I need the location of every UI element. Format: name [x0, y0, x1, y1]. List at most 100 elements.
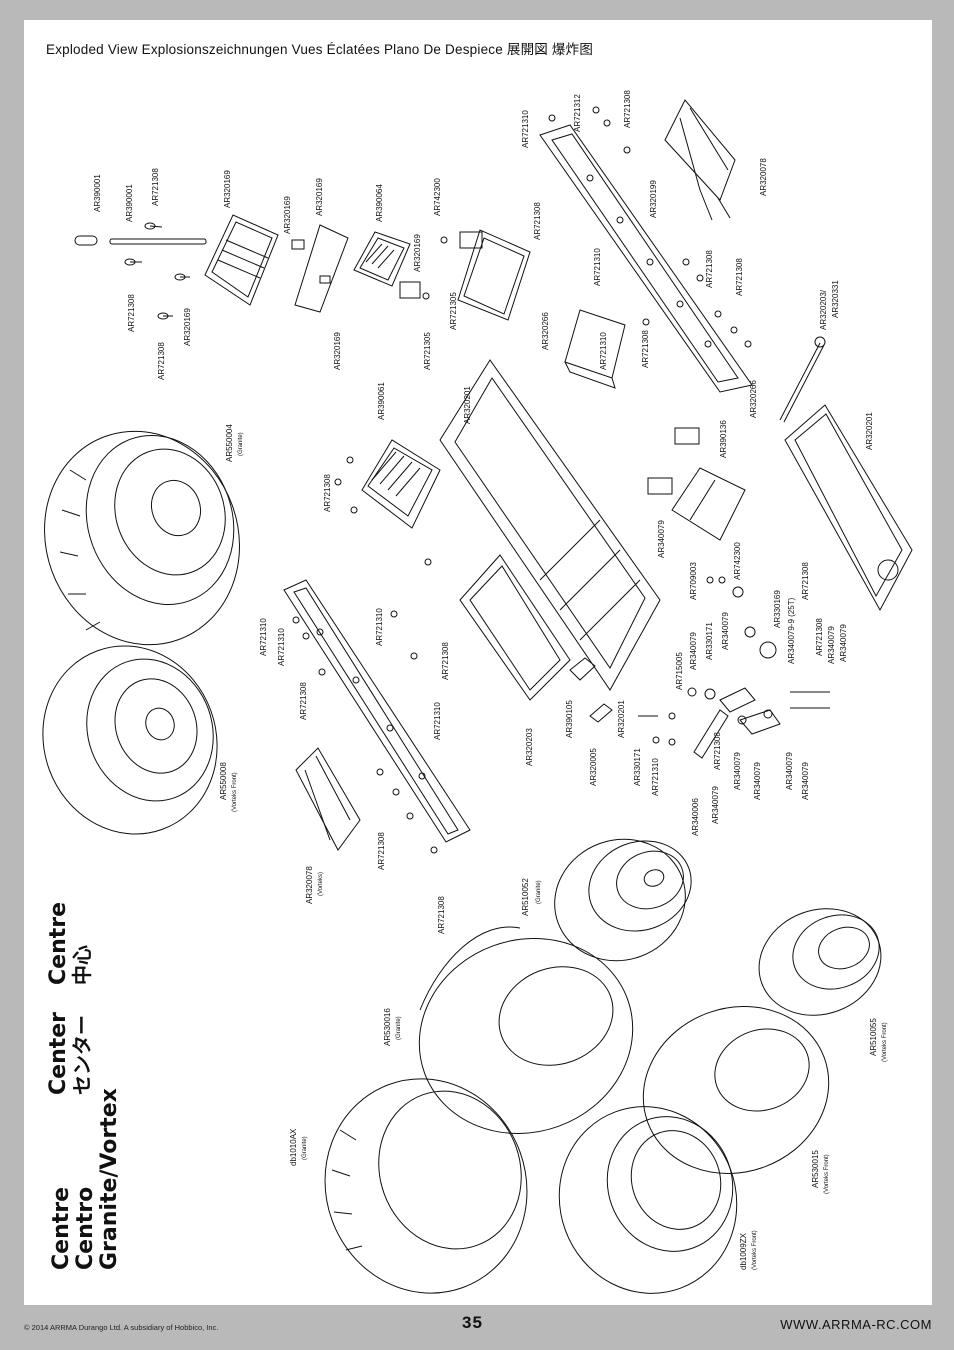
- part-label: AR320331: [831, 280, 840, 318]
- part-label: AR721310: [651, 758, 660, 796]
- part-label: AR721308: [705, 250, 714, 288]
- vorteks-wheel-drawing: [758, 908, 882, 1016]
- part-label: AR390105: [565, 700, 574, 738]
- part-label: AR390001: [125, 184, 134, 222]
- receiver-box-drawing: [353, 231, 421, 299]
- granite-tire-bottom-drawing: [324, 1078, 528, 1294]
- part-label: AR530015: [811, 1150, 820, 1188]
- part-label: AR340006: [691, 798, 700, 836]
- part-label: AR510055: [869, 1018, 878, 1056]
- vorteks-front-tire-drawing: [42, 645, 218, 835]
- part-label: AR721310: [277, 628, 286, 666]
- section-title-line-1: Centre: [49, 1187, 74, 1270]
- upper-brace-drawing: [539, 124, 753, 393]
- part-label: AR721308: [377, 832, 386, 870]
- part-label: AR330171: [633, 748, 642, 786]
- lower-brace-drawing: [283, 579, 471, 843]
- part-label: AR340079: [733, 752, 742, 790]
- part-label: AR340079: [801, 762, 810, 800]
- part-label: AR320201: [865, 412, 874, 450]
- part-label: AR510052: [521, 878, 530, 916]
- screws-mid-drawing: [292, 456, 438, 854]
- screws-upper-drawing: [548, 106, 752, 348]
- part-label: AR721308: [815, 618, 824, 656]
- part-label: AR390064: [375, 184, 384, 222]
- part-sublabel: (Vorteks): [318, 872, 324, 896]
- part-sublabel: (Vorteks Front): [752, 1230, 758, 1270]
- bracket-part-drawing: [291, 224, 349, 313]
- part-label: AR330171: [705, 622, 714, 660]
- part-label: AR330169: [773, 590, 782, 628]
- part-label: AR320201: [463, 386, 472, 424]
- part-sublabel: (Vorteks Front): [232, 772, 238, 812]
- granite-wheel-drawing: [554, 838, 692, 962]
- part-label: AR715005: [675, 652, 684, 690]
- part-sublabel: (Vorteks Front): [882, 1022, 888, 1062]
- part-label: AR320201: [617, 700, 626, 738]
- battery-block-drawing: [564, 309, 626, 389]
- part-label: AR340079: [711, 786, 720, 824]
- part-label: AR721308: [533, 202, 542, 240]
- part-label: AR340079: [657, 520, 666, 558]
- section-title-line-2: Centro: [73, 1187, 98, 1270]
- vorteks-front-tire-bottom-drawing: [558, 1106, 738, 1294]
- exploded-view-drawing: Centre Centro Granite/Vortex Center センター…: [42, 90, 913, 1294]
- main-chassis-drawing: [439, 359, 661, 691]
- part-label: AR721308: [801, 562, 810, 600]
- motor-drawing: [361, 439, 441, 529]
- part-label: AR320266: [749, 380, 758, 418]
- part-label: AR721310: [599, 332, 608, 370]
- part-label: AR340079: [839, 624, 848, 662]
- part-sublabel: (Granite): [302, 1136, 308, 1160]
- copyright-text: © 2014 ARRMA Durango Ltd. A subsidiary o…: [24, 1323, 219, 1332]
- part-label: AR742300: [733, 542, 742, 580]
- part-label: AR721310: [521, 110, 530, 148]
- part-label: AR320169: [333, 332, 342, 370]
- battery-box-drawing: [422, 229, 531, 321]
- part-label: db1009ZX: [739, 1232, 748, 1270]
- steering-assembly-drawing: [569, 576, 830, 759]
- part-label: AR721305: [423, 332, 432, 370]
- part-label: AR721308: [151, 168, 160, 206]
- part-label: AR721308: [127, 294, 136, 332]
- section-title-line-6: Centre: [46, 902, 71, 985]
- part-label: AR721308: [437, 896, 446, 934]
- part-label: AR390001: [93, 174, 102, 212]
- part-label: AR340079: [827, 626, 836, 664]
- granite-tire-drawing: [44, 430, 240, 646]
- part-label: AR721308: [157, 342, 166, 380]
- part-label: AR721308: [323, 474, 332, 512]
- part-label: AR340079: [689, 632, 698, 670]
- granite-foam-drawing: [418, 926, 634, 1134]
- part-label: AR530016: [383, 1008, 392, 1046]
- part-label: AR320199: [649, 180, 658, 218]
- part-label: AR550008: [219, 762, 228, 800]
- website-link[interactable]: WWW.ARRMA-RC.COM: [780, 1317, 932, 1332]
- pin-part-drawing: [74, 222, 207, 320]
- part-label: AR721310: [375, 608, 384, 646]
- side-plate-drawing: [784, 404, 913, 612]
- vorteks-foam-drawing: [642, 1006, 830, 1174]
- part-label: AR320169: [283, 196, 292, 234]
- part-label: AR320078: [305, 866, 314, 904]
- part-label: AR721308: [623, 90, 632, 128]
- steering-rod-drawing: [779, 336, 826, 423]
- part-label: AR320169: [413, 234, 422, 272]
- part-label: AR721308: [713, 732, 722, 770]
- part-label: AR721308: [441, 642, 450, 680]
- part-label: AR340079-9 (25T): [787, 597, 796, 664]
- cover-part-drawing: [204, 214, 279, 306]
- section-title-line-5: センター: [70, 1015, 94, 1095]
- part-sublabel: (Granite): [238, 432, 244, 456]
- section-title-line-7: 中心: [70, 945, 94, 985]
- part-label: AR709003: [689, 562, 698, 600]
- section-title-line-3: Granite/Vortex: [97, 1088, 122, 1270]
- part-label: AR320169: [315, 178, 324, 216]
- part-label: AR320078: [759, 158, 768, 196]
- page-footer: © 2014 ARRMA Durango Ltd. A subsidiary o…: [0, 1305, 954, 1350]
- part-label: AR721310: [433, 702, 442, 740]
- part-label: AR340079: [753, 762, 762, 800]
- part-label: AR320203/: [819, 289, 828, 330]
- part-label: AR721310: [259, 618, 268, 656]
- part-label: AR320203: [525, 728, 534, 766]
